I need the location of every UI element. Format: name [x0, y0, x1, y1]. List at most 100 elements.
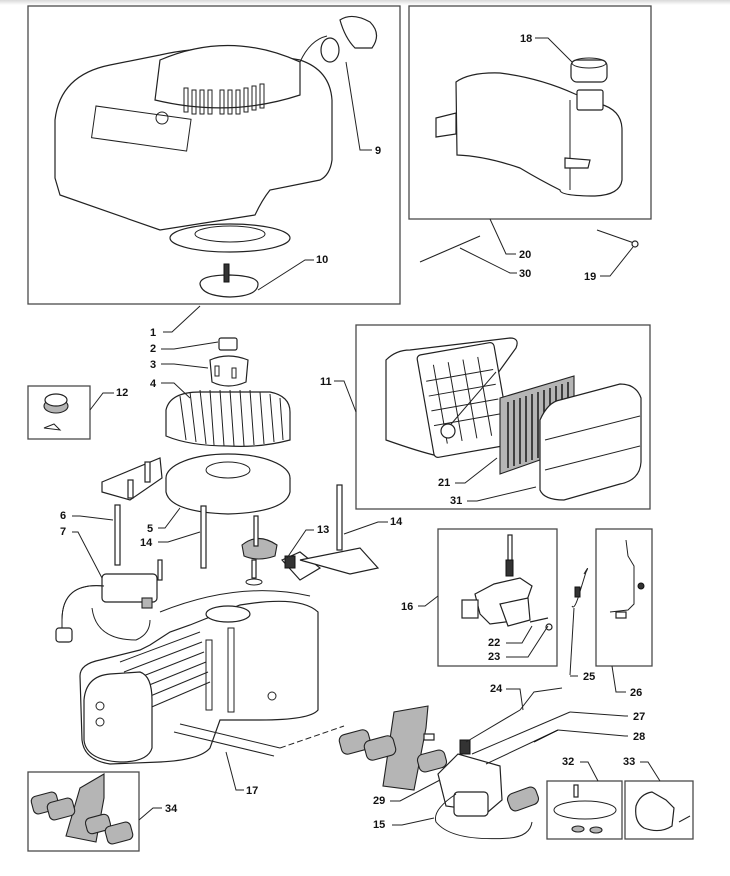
callout-29: 29	[373, 795, 385, 807]
carburetor-repair-kit[interactable]	[553, 784, 617, 834]
air-filter-base[interactable]	[385, 337, 518, 458]
callout-24: 24	[490, 683, 503, 695]
callout-12: 12	[116, 387, 128, 399]
leader-21	[455, 457, 498, 484]
governor-weight-2[interactable]	[241, 515, 278, 586]
stud-bolt-14b[interactable]	[336, 484, 343, 551]
callout-32: 32	[562, 756, 574, 768]
callout-5: 5	[147, 523, 153, 535]
cooling-fan[interactable]	[165, 389, 291, 447]
tank-mounting-bolt[interactable]	[419, 235, 481, 263]
starter-pulley-cup[interactable]	[199, 263, 259, 298]
flywheel-nut[interactable]	[218, 337, 238, 351]
choke-link-rod[interactable]	[471, 711, 571, 755]
starter-cup[interactable]	[209, 355, 249, 387]
fuel-cap[interactable]	[570, 57, 608, 83]
flywheel-brake-shield[interactable]	[101, 457, 163, 501]
fuel-tank[interactable]	[435, 72, 623, 197]
leader-34	[138, 807, 162, 821]
governor-lever-box	[595, 528, 653, 667]
callout-30: 30	[519, 268, 531, 280]
ground-switch-bracket[interactable]	[281, 547, 380, 581]
leader-30	[459, 247, 517, 274]
callout-11: 11	[320, 376, 332, 388]
starter-handle[interactable]	[299, 15, 378, 63]
leader-33	[640, 761, 661, 782]
air-filter-box	[355, 324, 651, 510]
leader-16	[418, 595, 439, 607]
gasket-kit-box	[27, 771, 140, 852]
stud-bolt-14a[interactable]	[200, 505, 207, 569]
leader-23	[506, 625, 549, 658]
starter-assembly-box	[27, 5, 401, 305]
governor-lever[interactable]	[609, 539, 645, 619]
governor-weight[interactable]	[43, 393, 69, 431]
leader-15	[392, 817, 435, 826]
leader-32	[580, 761, 599, 782]
callout-27: 27	[633, 711, 645, 723]
flywheel[interactable]	[165, 453, 291, 515]
leader-11	[334, 380, 357, 413]
callout-17: 17	[246, 785, 258, 797]
carburetor-studs[interactable]	[173, 723, 345, 757]
leader-24	[506, 688, 524, 711]
callout-20: 20	[519, 249, 531, 261]
callout-3: 3	[150, 359, 156, 371]
leader-1	[163, 305, 201, 333]
leader-14a	[158, 531, 201, 543]
callout-18: 18	[520, 33, 532, 45]
leader-7	[72, 531, 103, 579]
leader-27	[569, 711, 628, 717]
gasket-set[interactable]	[30, 773, 134, 845]
recoil-starter-housing[interactable]	[54, 44, 333, 253]
fuel-line[interactable]	[434, 793, 533, 840]
carburetor-float[interactable]	[635, 791, 691, 832]
callout-21: 21	[438, 477, 450, 489]
carburetor[interactable]	[437, 739, 503, 817]
governor-bracket-box	[437, 528, 558, 667]
callout-22: 22	[488, 637, 500, 649]
air-filter-cover[interactable]	[539, 383, 642, 501]
callout-9: 9	[375, 145, 381, 157]
leader-6	[72, 515, 114, 521]
callout-33: 33	[623, 756, 635, 768]
leader-5	[158, 507, 181, 529]
leader-31	[467, 486, 537, 502]
callout-13: 13	[317, 524, 329, 536]
leader-9	[345, 61, 372, 151]
leader-26	[611, 665, 626, 693]
engine-block[interactable]	[79, 590, 319, 765]
viewer-top-edge	[0, 0, 730, 5]
governor-bracket[interactable]	[461, 534, 553, 631]
leader-4	[161, 382, 191, 399]
stud-bolt-6[interactable]	[114, 504, 121, 566]
governor-link-spring[interactable]	[485, 729, 559, 765]
governor-kit-box	[27, 385, 91, 440]
ignition-coil[interactable]	[55, 559, 163, 643]
leader-14b	[343, 521, 388, 535]
leader-2	[161, 341, 219, 350]
callout-25: 25	[583, 671, 595, 683]
housing-vent-slots	[183, 83, 265, 115]
leader-22	[506, 625, 533, 644]
throttle-link-rod[interactable]	[465, 687, 563, 743]
leader-17	[225, 751, 244, 791]
callout-14a: 14	[140, 537, 153, 549]
callout-4: 4	[150, 378, 157, 390]
leader-19	[600, 246, 634, 277]
callout-2: 2	[150, 343, 156, 355]
leader-28	[557, 729, 628, 737]
callout-31: 31	[450, 495, 462, 507]
leader-12	[89, 392, 114, 411]
governor-spring[interactable]	[569, 568, 589, 676]
callout-26: 26	[630, 687, 642, 699]
callout-6: 6	[60, 510, 66, 522]
tank-screw[interactable]	[596, 229, 639, 248]
callout-34: 34	[165, 803, 178, 815]
carburetor-gaskets[interactable]	[338, 705, 540, 813]
callout-1: 1	[150, 327, 156, 339]
callout-14b: 14	[390, 516, 403, 528]
leader-29	[390, 779, 441, 802]
float-kit-box	[624, 780, 694, 840]
